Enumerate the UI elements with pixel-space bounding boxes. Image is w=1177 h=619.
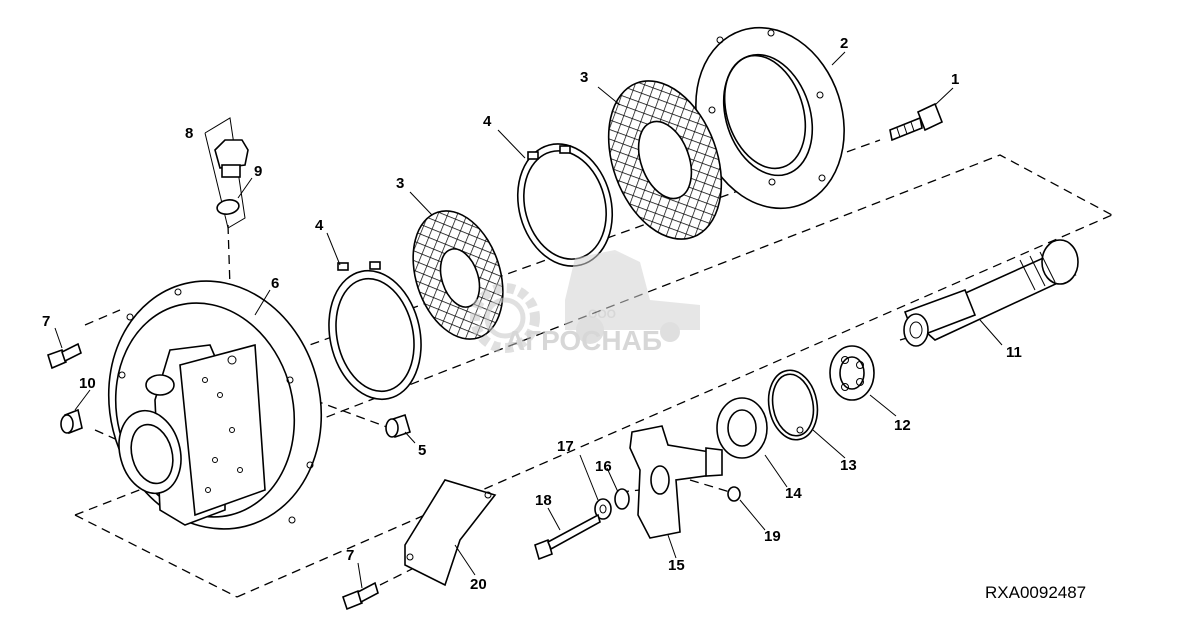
watermark-small-text: ООО (588, 307, 616, 321)
part-8-drain-plug (204, 117, 249, 229)
callout-5: 5 (418, 442, 426, 459)
part-7-bolt-upper (47, 342, 82, 370)
callout-7-upper: 7 (42, 313, 50, 330)
part-9-o-ring (216, 199, 240, 215)
callout-14: 14 (785, 485, 802, 502)
part-19-plug (727, 486, 741, 502)
callout-11: 11 (1006, 344, 1022, 361)
callout-4-right: 4 (483, 113, 492, 130)
part-6-brake-housing (107, 280, 323, 530)
part-3-friction-disc-right (607, 80, 723, 240)
callout-numbers: 1 2 3 3 4 4 5 6 7 7 8 9 10 11 12 13 14 1… (42, 35, 1022, 593)
figure-reference-code: RXA0092487 (985, 583, 1086, 602)
callout-8: 8 (185, 125, 193, 142)
part-4-steel-plate-left (328, 261, 422, 401)
part-20-bracket (404, 479, 497, 587)
callout-19: 19 (764, 528, 781, 545)
callout-4-left: 4 (315, 217, 324, 234)
part-5-dowel-pin (385, 413, 411, 439)
callout-1: 1 (951, 71, 959, 88)
gear-and-combine-harvester-icon (470, 250, 700, 353)
part-1-bolt (889, 102, 944, 142)
callout-18: 18 (535, 492, 552, 509)
callout-20: 20 (470, 576, 487, 593)
part-12-bearing (829, 345, 875, 401)
part-18-bolt (534, 513, 601, 561)
part-14-seal (716, 397, 768, 459)
callout-7-lower: 7 (346, 547, 354, 564)
part-10-dowel-pin (60, 408, 83, 435)
part-15-yoke (629, 425, 723, 539)
callout-6: 6 (271, 275, 279, 292)
callout-2: 2 (840, 35, 848, 52)
callout-3-right: 3 (580, 69, 588, 86)
callout-16: 16 (595, 458, 612, 475)
part-11-splined-shaft (903, 239, 1079, 347)
callout-3-left: 3 (396, 175, 404, 192)
callout-15: 15 (668, 557, 685, 574)
part-2-gasket (695, 26, 845, 210)
part-16-o-ring (614, 488, 630, 510)
part-7-bolt-lower (342, 581, 379, 611)
callout-17: 17 (557, 438, 574, 455)
callout-10: 10 (79, 375, 96, 392)
callout-13: 13 (840, 457, 857, 474)
callout-leader-lines (54, 51, 1003, 589)
part-17-washer (594, 498, 612, 520)
watermark-brand-text: АГРОСНАБ (505, 325, 662, 356)
part-13-snap-ring (767, 369, 819, 441)
brand-watermark: ООО АГРОСНАБ (470, 250, 700, 356)
callout-12: 12 (894, 417, 911, 434)
callout-9: 9 (254, 163, 262, 180)
